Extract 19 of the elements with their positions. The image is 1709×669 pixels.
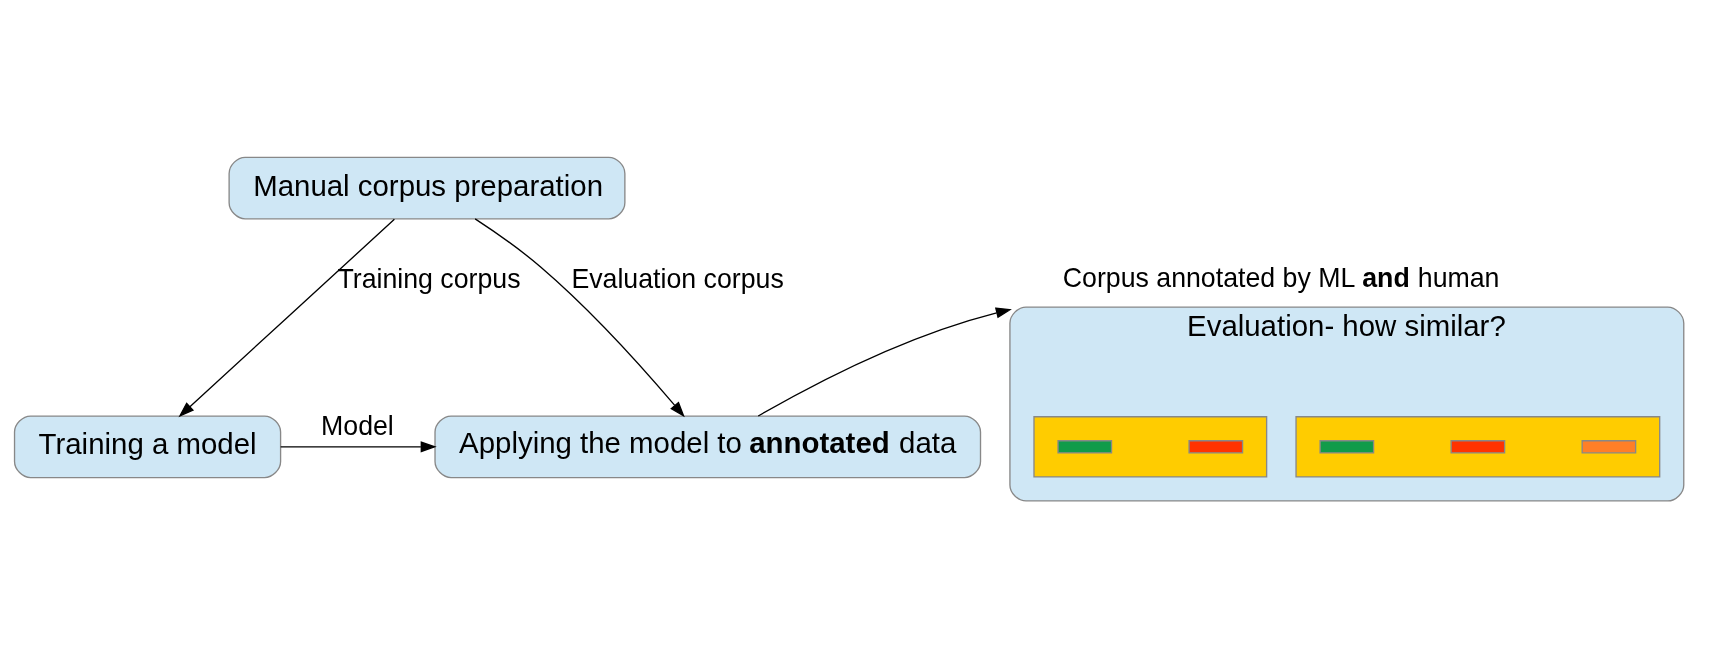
cluster: Evaluation- how similar? <box>1009 306 1685 502</box>
arrow <box>474 218 685 418</box>
edge-label: Training corpus <box>337 264 521 295</box>
node-bar <box>1057 440 1113 454</box>
edge-label: Model <box>321 410 394 441</box>
node-bar <box>1319 440 1375 454</box>
node-box: Applying the model to annotated data <box>434 415 982 479</box>
edge-label: Evaluation corpus <box>571 264 784 295</box>
node-box: Manual corpus preparation <box>228 156 626 220</box>
arrow <box>280 441 437 453</box>
node-bar <box>1188 440 1244 454</box>
arrow <box>178 218 396 418</box>
cluster <box>1033 416 1268 478</box>
node-bar <box>1581 440 1637 454</box>
node-bar <box>1450 440 1506 454</box>
edge-label: Corpus annotated by ML and human <box>1062 263 1500 294</box>
arrow <box>757 307 1012 417</box>
cluster <box>1295 416 1661 478</box>
node-box: Training a model <box>13 415 282 479</box>
